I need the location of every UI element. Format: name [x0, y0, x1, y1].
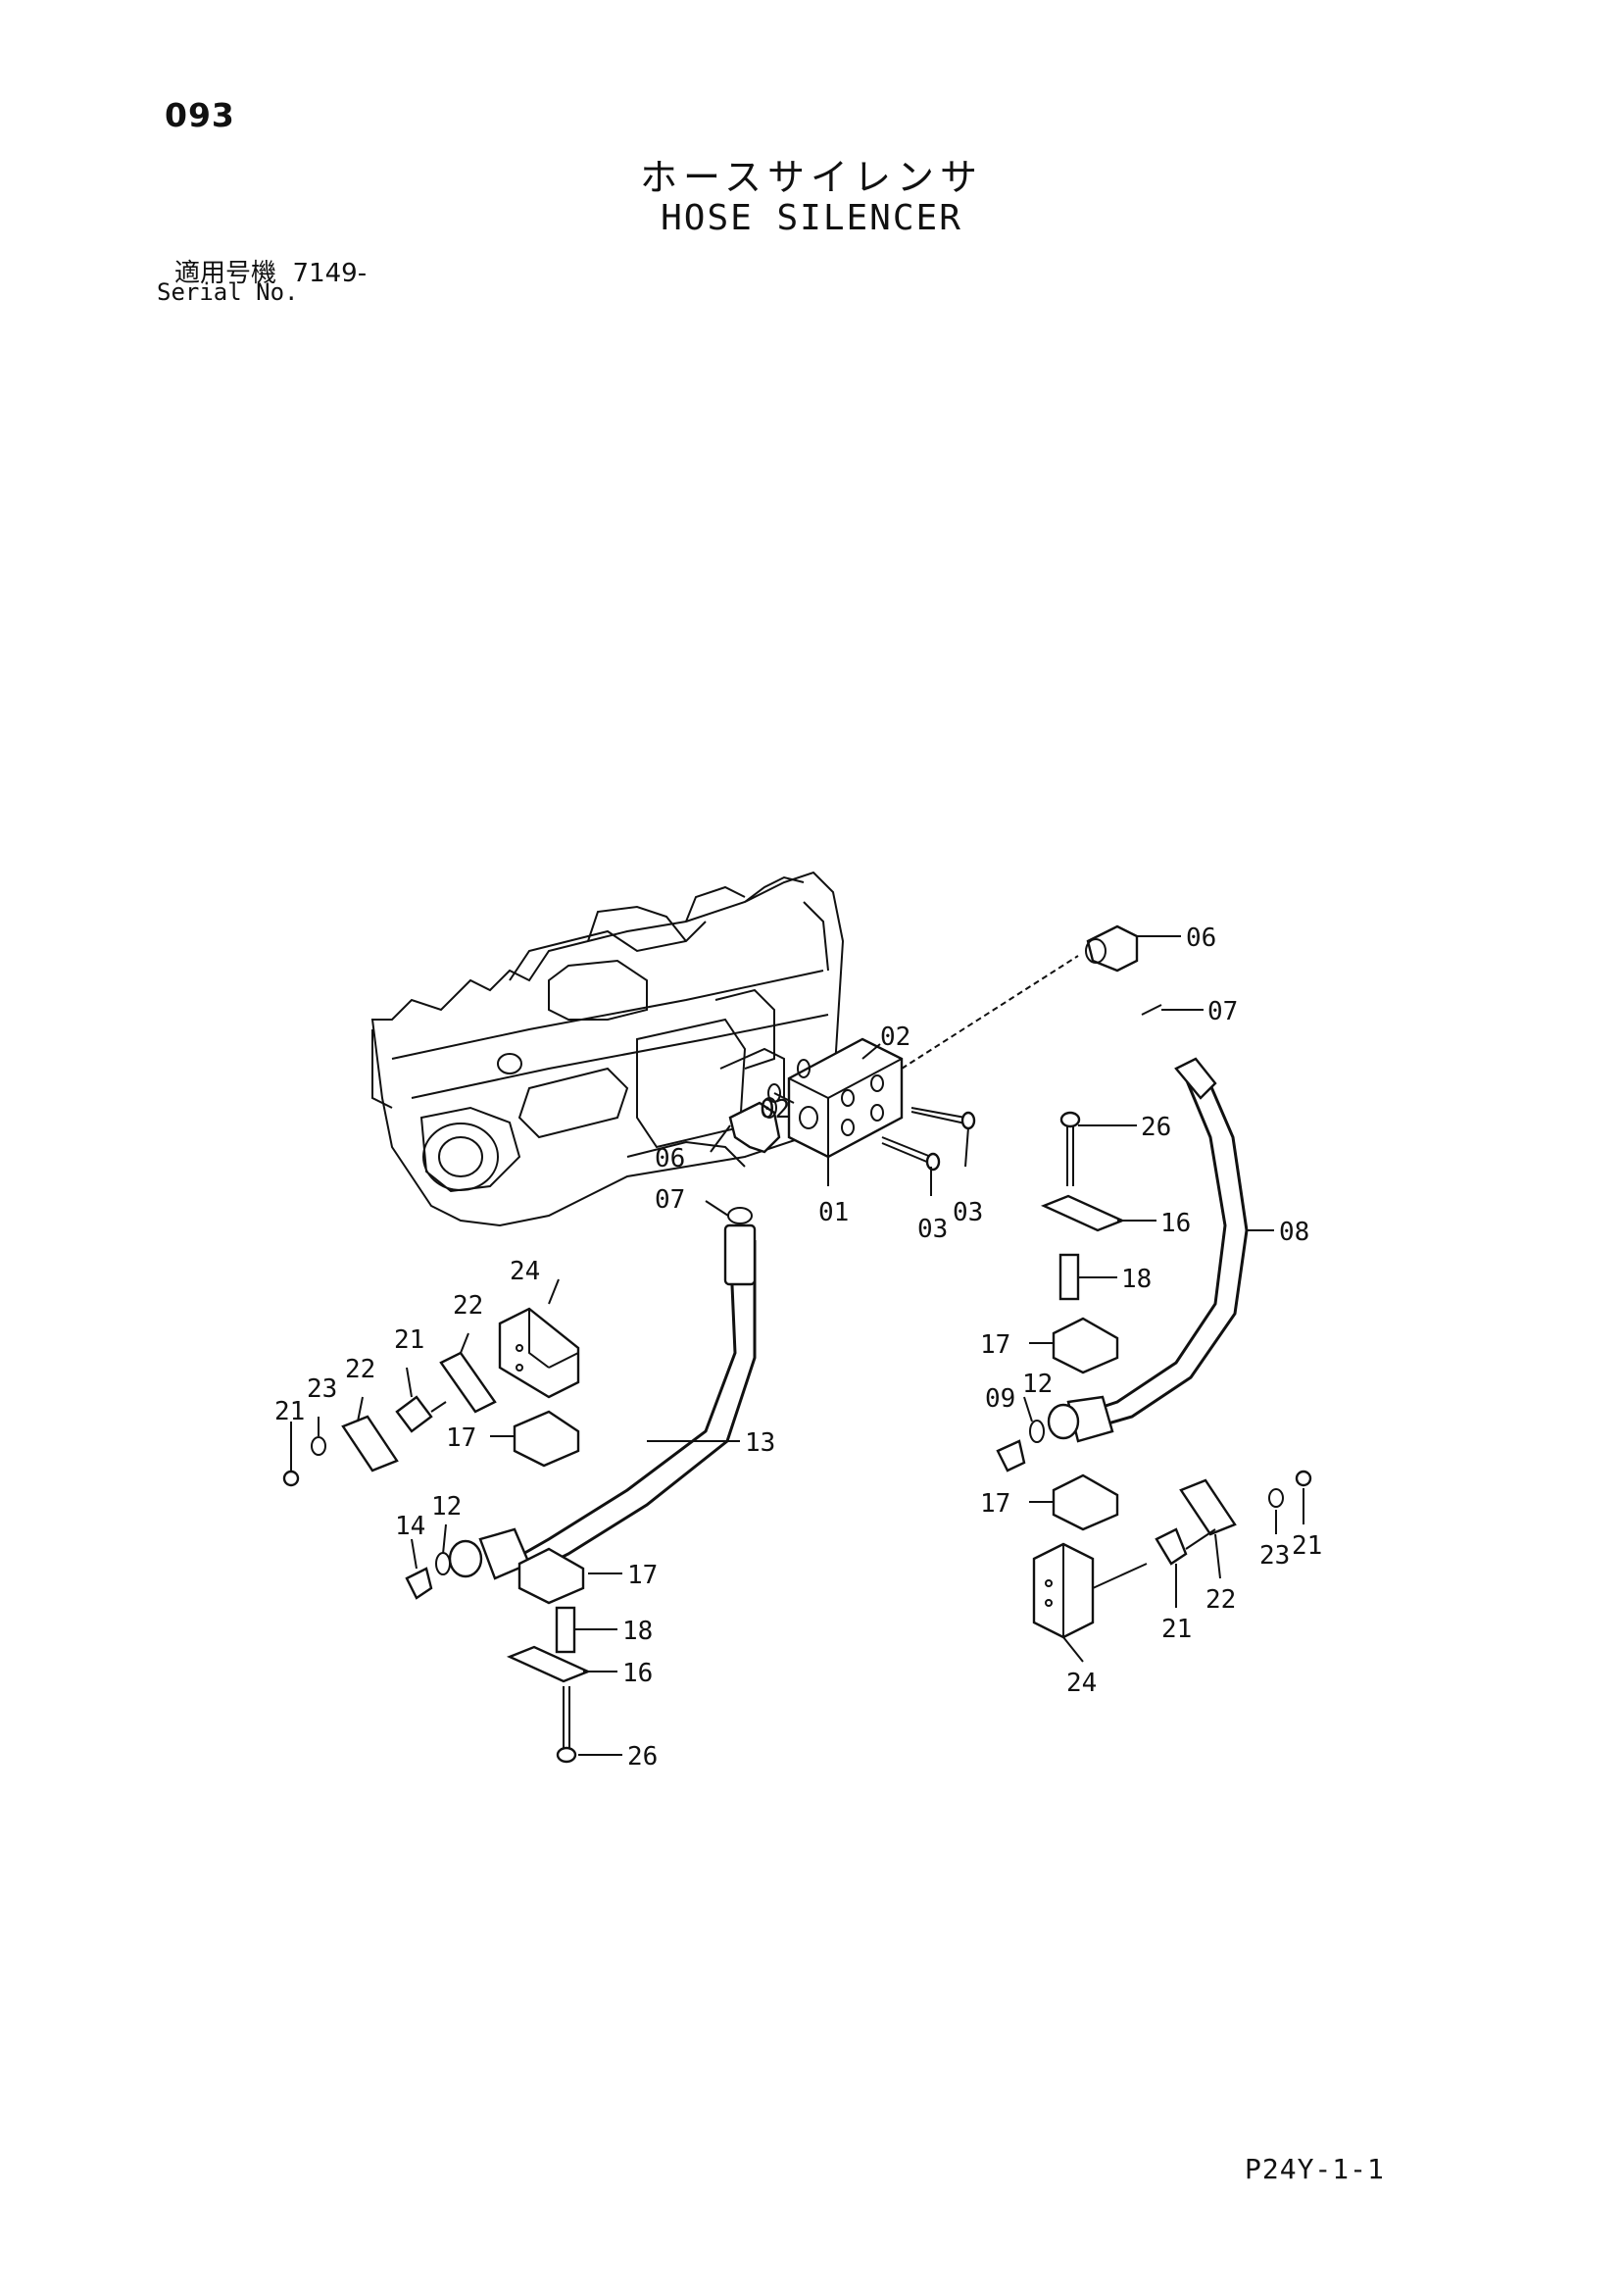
callout-26-left: 26 — [627, 1742, 658, 1772]
callout-06-right: 06 — [1186, 923, 1216, 953]
callout-21-left-upper: 21 — [394, 1325, 424, 1355]
callout-23-right: 23 — [1259, 1541, 1290, 1571]
callout-02-upper: 02 — [880, 1023, 910, 1052]
hose-right — [1047, 1057, 1249, 1443]
callout-07-right: 07 — [1207, 997, 1238, 1026]
bolt-03-upper — [910, 1107, 976, 1130]
callout-09: 09 — [985, 1384, 1015, 1414]
callout-18-right: 18 — [1121, 1265, 1152, 1294]
serial-applicability: 適用号機 7149- — [174, 253, 367, 289]
serial-label-japanese: 適用号機 — [174, 259, 277, 288]
page-title-japanese: ホースサイレンサ — [639, 156, 984, 199]
page-title: HOSE SILENCER — [661, 198, 962, 238]
callout-17-right-lower: 17 — [980, 1489, 1010, 1519]
o-ring-right — [1141, 1004, 1162, 1016]
serial-value: 7149- — [292, 259, 368, 288]
right-bracket-assembly — [996, 1111, 1312, 1639]
callout-23-left: 23 — [307, 1374, 337, 1404]
callout-14: 14 — [395, 1512, 425, 1541]
callout-21-right: 21 — [1161, 1615, 1192, 1644]
callout-06-left: 06 — [655, 1144, 685, 1173]
page-number: 093 — [165, 96, 235, 134]
callout-16-left: 16 — [622, 1659, 653, 1688]
hydraulic-pump-illustration — [370, 871, 845, 1227]
manifold-block — [719, 1037, 904, 1159]
callout-17-left-lower: 17 — [627, 1561, 658, 1590]
callout-02-lower: 02 — [760, 1095, 790, 1124]
callout-22-left-lower: 22 — [345, 1355, 375, 1384]
callout-12-left: 12 — [431, 1492, 462, 1522]
page-code: P24Y-1-1 — [1245, 2153, 1385, 2185]
callout-16-right: 16 — [1160, 1209, 1191, 1238]
callout-21-left-lower: 21 — [274, 1397, 305, 1426]
callout-17-right-upper: 17 — [980, 1330, 1010, 1360]
callout-22-right: 22 — [1205, 1585, 1236, 1615]
callout-18-left: 18 — [622, 1617, 653, 1646]
callout-03-left: 03 — [917, 1215, 948, 1244]
callout-07-left: 07 — [655, 1185, 685, 1215]
callout-17-left-upper: 17 — [446, 1423, 476, 1453]
left-bracket-assembly — [282, 1307, 592, 1764]
callout-01: 01 — [818, 1198, 849, 1227]
callout-12-right: 12 — [1022, 1370, 1053, 1399]
elbow-fitting-left — [728, 1097, 781, 1154]
o-ring-left — [727, 1207, 753, 1224]
callout-08: 08 — [1279, 1218, 1309, 1247]
callout-24-left: 24 — [510, 1257, 540, 1286]
callout-24-right: 24 — [1066, 1669, 1097, 1698]
callout-26-right: 26 — [1141, 1113, 1171, 1142]
serial-label: Serial No. — [157, 278, 299, 306]
callout-leaders — [290, 935, 1304, 1756]
callout-22-left-upper: 22 — [453, 1291, 483, 1321]
callout-13: 13 — [745, 1428, 775, 1458]
elbow-fitting-right — [1085, 924, 1139, 973]
callout-labels: 06 07 02 02 06 07 01 03 03 26 16 08 18 1… — [274, 923, 1322, 1772]
bolt-03-lower — [881, 1136, 941, 1172]
callout-21-right-far: 21 — [1292, 1531, 1322, 1561]
callout-03-right: 03 — [953, 1198, 983, 1227]
